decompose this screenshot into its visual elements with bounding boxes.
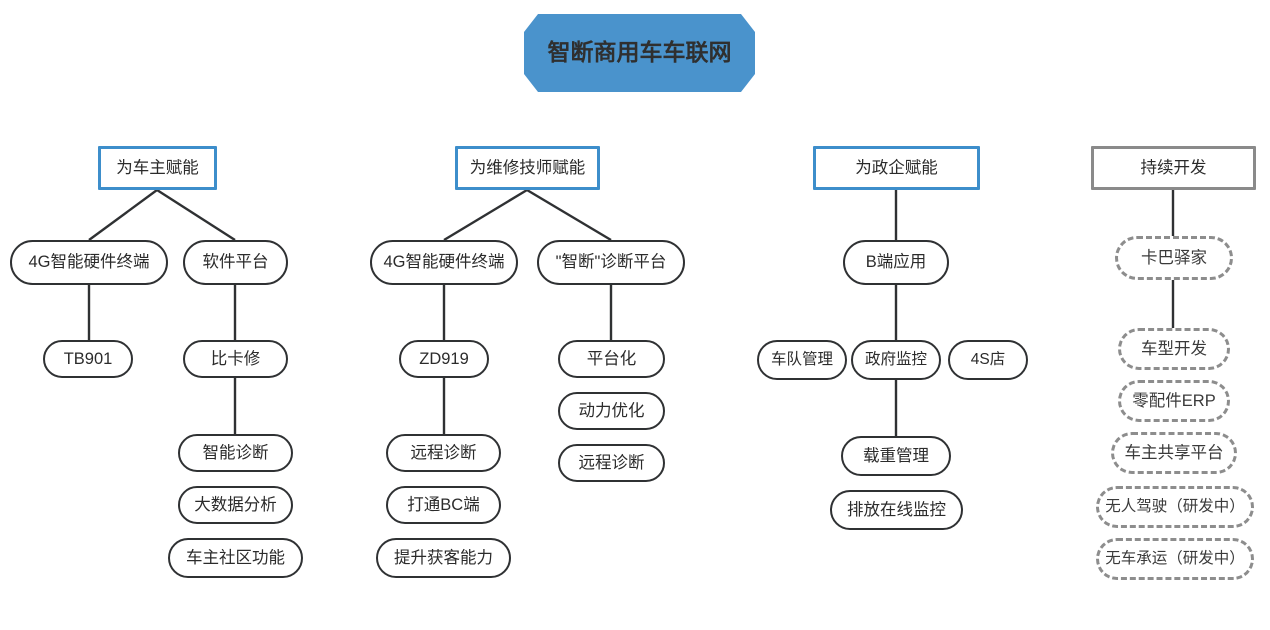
node-connect-bc-end[interactable]: 打通BC端: [386, 486, 501, 524]
node-vehicle-model-development[interactable]: 车型开发: [1118, 328, 1230, 370]
node-4g-hardware-terminal-owner[interactable]: 4G智能硬件终端: [10, 240, 168, 285]
header-continuous-development[interactable]: 持续开发: [1091, 146, 1256, 190]
node-bikaxiu[interactable]: 比卡修: [183, 340, 288, 378]
node-truckless-carrier-rnd[interactable]: 无车承运（研发中）: [1096, 538, 1254, 580]
node-load-management[interactable]: 载重管理: [841, 436, 951, 476]
node-big-data-analysis[interactable]: 大数据分析: [178, 486, 293, 524]
diagram-title: 智断商用车车联网: [524, 14, 755, 92]
node-kaba-yijia[interactable]: 卡巴驿家: [1115, 236, 1233, 280]
node-zhiduan-diagnostic-platform[interactable]: "智断"诊断平台: [537, 240, 685, 285]
node-government-monitoring[interactable]: 政府监控: [851, 340, 941, 380]
node-platformization[interactable]: 平台化: [558, 340, 665, 378]
node-improve-customer-acquisition[interactable]: 提升获客能力: [376, 538, 511, 578]
node-remote-diagnosis-technician[interactable]: 远程诊断: [386, 434, 501, 472]
node-remote-diagnosis-platform[interactable]: 远程诊断: [558, 444, 665, 482]
node-spare-parts-erp[interactable]: 零配件ERP: [1118, 380, 1230, 422]
node-fleet-management[interactable]: 车队管理: [757, 340, 847, 380]
header-repair-technician[interactable]: 为维修技师赋能: [455, 146, 600, 190]
node-intelligent-diagnosis[interactable]: 智能诊断: [178, 434, 293, 472]
node-b-end-application[interactable]: B端应用: [843, 240, 949, 285]
node-power-optimization[interactable]: 动力优化: [558, 392, 665, 430]
header-government-enterprise[interactable]: 为政企赋能: [813, 146, 980, 190]
node-zd919[interactable]: ZD919: [399, 340, 489, 378]
node-tb901[interactable]: TB901: [43, 340, 133, 378]
node-owner-sharing-platform[interactable]: 车主共享平台: [1111, 432, 1237, 474]
node-emission-online-monitoring[interactable]: 排放在线监控: [830, 490, 963, 530]
node-4g-hardware-terminal-technician[interactable]: 4G智能硬件终端: [370, 240, 518, 285]
header-vehicle-owner[interactable]: 为车主赋能: [98, 146, 217, 190]
node-owner-community-features[interactable]: 车主社区功能: [168, 538, 303, 578]
node-software-platform[interactable]: 软件平台: [183, 240, 288, 285]
node-autonomous-driving-rnd[interactable]: 无人驾驶（研发中）: [1096, 486, 1254, 528]
node-4s-store[interactable]: 4S店: [948, 340, 1028, 380]
